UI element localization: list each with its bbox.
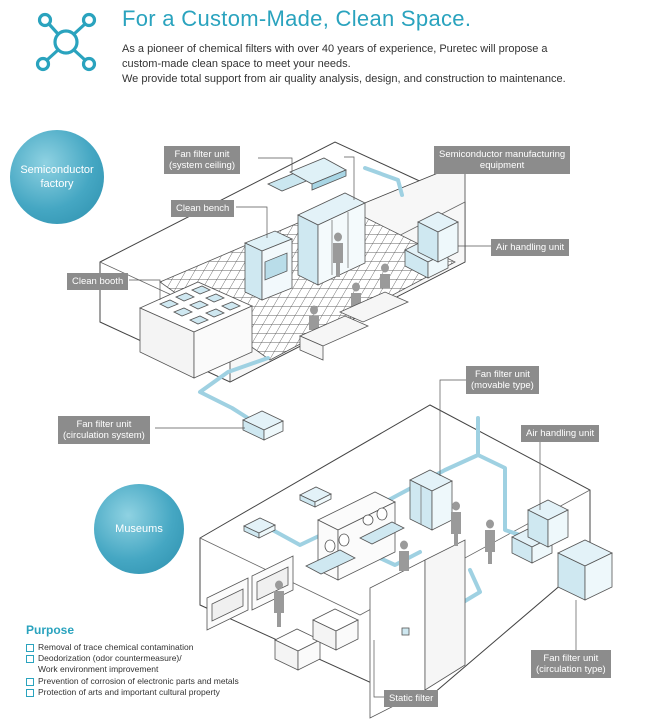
visitor-figures <box>274 501 495 627</box>
section-title-line: factory <box>40 178 74 190</box>
semiconductor-factory-circle: Semiconductor factory <box>10 130 104 224</box>
label-ffu-system-ceiling: Fan filter unit (system ceiling) <box>164 146 240 174</box>
purpose-item-text: Work environment improvement <box>38 664 159 675</box>
checkbox-square-icon <box>26 644 34 652</box>
movable-ffu <box>409 469 453 531</box>
vase-objects <box>324 507 388 553</box>
label-semiconductor-equipment: Semiconductor manufacturing equipment <box>434 146 571 174</box>
label-line: Air handling unit <box>496 242 565 253</box>
label-air-handling-unit: Air handling unit <box>491 239 570 256</box>
label-ffu-circulation-system: Fan filter unit (circulation system) <box>58 416 150 444</box>
label-ffu-circulation-type: Fan filter unit (circulation type) <box>531 650 611 678</box>
page-title: For a Custom-Made, Clean Space. <box>122 6 472 31</box>
display-shelves <box>305 491 405 581</box>
duct-line <box>198 166 404 429</box>
ffu-circulation-type <box>557 539 613 601</box>
purpose-item-text: Prevention of corrosion of electronic pa… <box>38 675 239 686</box>
purpose-item: Removal of trace chemical contamination <box>26 642 239 653</box>
label-line: Fan filter unit <box>543 653 599 664</box>
label-line: Clean bench <box>176 203 230 214</box>
network-logo-icon <box>35 12 97 72</box>
label-line: Fan filter unit <box>474 369 530 380</box>
checkbox-square-icon <box>26 677 34 686</box>
intro-line: custom-made clean space to meet your nee… <box>122 58 351 70</box>
checkbox-square-icon <box>26 655 34 664</box>
ffu-circulation-box <box>242 410 284 441</box>
air-handling-unit <box>404 211 459 279</box>
intro-line: We provide total support from air qualit… <box>122 73 566 85</box>
purpose-item-text: Removal of trace chemical contamination <box>38 642 194 652</box>
clean-booth <box>139 281 253 379</box>
purpose-title: Purpose <box>26 623 75 637</box>
label-static-filter: Static filter <box>384 690 439 707</box>
purpose-list: Removal of trace chemical contamination … <box>26 642 239 698</box>
purpose-item: Prevention of corrosion of electronic pa… <box>26 676 239 687</box>
worker-figures <box>309 232 390 330</box>
checkbox-square-icon <box>26 688 34 697</box>
intro-line: As a pioneer of chemical filters with ov… <box>122 43 548 55</box>
label-line: Air handling unit <box>526 428 595 439</box>
wall-showcases <box>206 555 294 631</box>
ceiling-ffu-panels <box>267 157 347 192</box>
section-title-line: Museums <box>115 523 163 535</box>
purpose-item-text: Protection of arts and important cultura… <box>38 686 220 697</box>
museum-air-handling-unit <box>511 499 569 564</box>
label-line: (circulation system) <box>63 430 145 441</box>
purpose-item-text: Deodorization (odor countermeasure)/ <box>38 653 182 664</box>
label-line: equipment <box>479 160 525 171</box>
label-museum-air-handling-unit: Air handling unit <box>521 425 600 442</box>
purpose-item: Deodorization (odor countermeasure)/ <box>26 653 239 664</box>
label-line: Semiconductor manufacturing <box>439 149 566 160</box>
section-title-line: Semiconductor <box>20 164 94 176</box>
leader-lines <box>129 156 577 698</box>
purpose-item-continuation: Work environment improvement <box>26 664 239 675</box>
intro-text: As a pioneer of chemical filters with ov… <box>122 42 622 87</box>
label-ffu-movable-type: Fan filter unit (movable type) <box>466 366 539 394</box>
floor-showcases <box>274 608 359 671</box>
label-line: (movable type) <box>471 380 534 391</box>
label-line: Fan filter unit <box>174 149 230 160</box>
label-line: (circulation type) <box>536 664 606 675</box>
clean-bench <box>243 230 294 301</box>
label-clean-booth: Clean booth <box>67 273 129 290</box>
museums-circle: Museums <box>94 484 184 574</box>
ceiling-ffu-boxes <box>243 486 332 539</box>
label-line: Static filter <box>389 693 434 704</box>
label-line: (system ceiling) <box>169 160 235 171</box>
label-line: Clean booth <box>72 276 124 287</box>
label-clean-bench: Clean bench <box>171 200 235 217</box>
purpose-item: Protection of arts and important cultura… <box>26 687 239 698</box>
label-line: Fan filter unit <box>76 419 132 430</box>
work-tables <box>299 291 409 361</box>
